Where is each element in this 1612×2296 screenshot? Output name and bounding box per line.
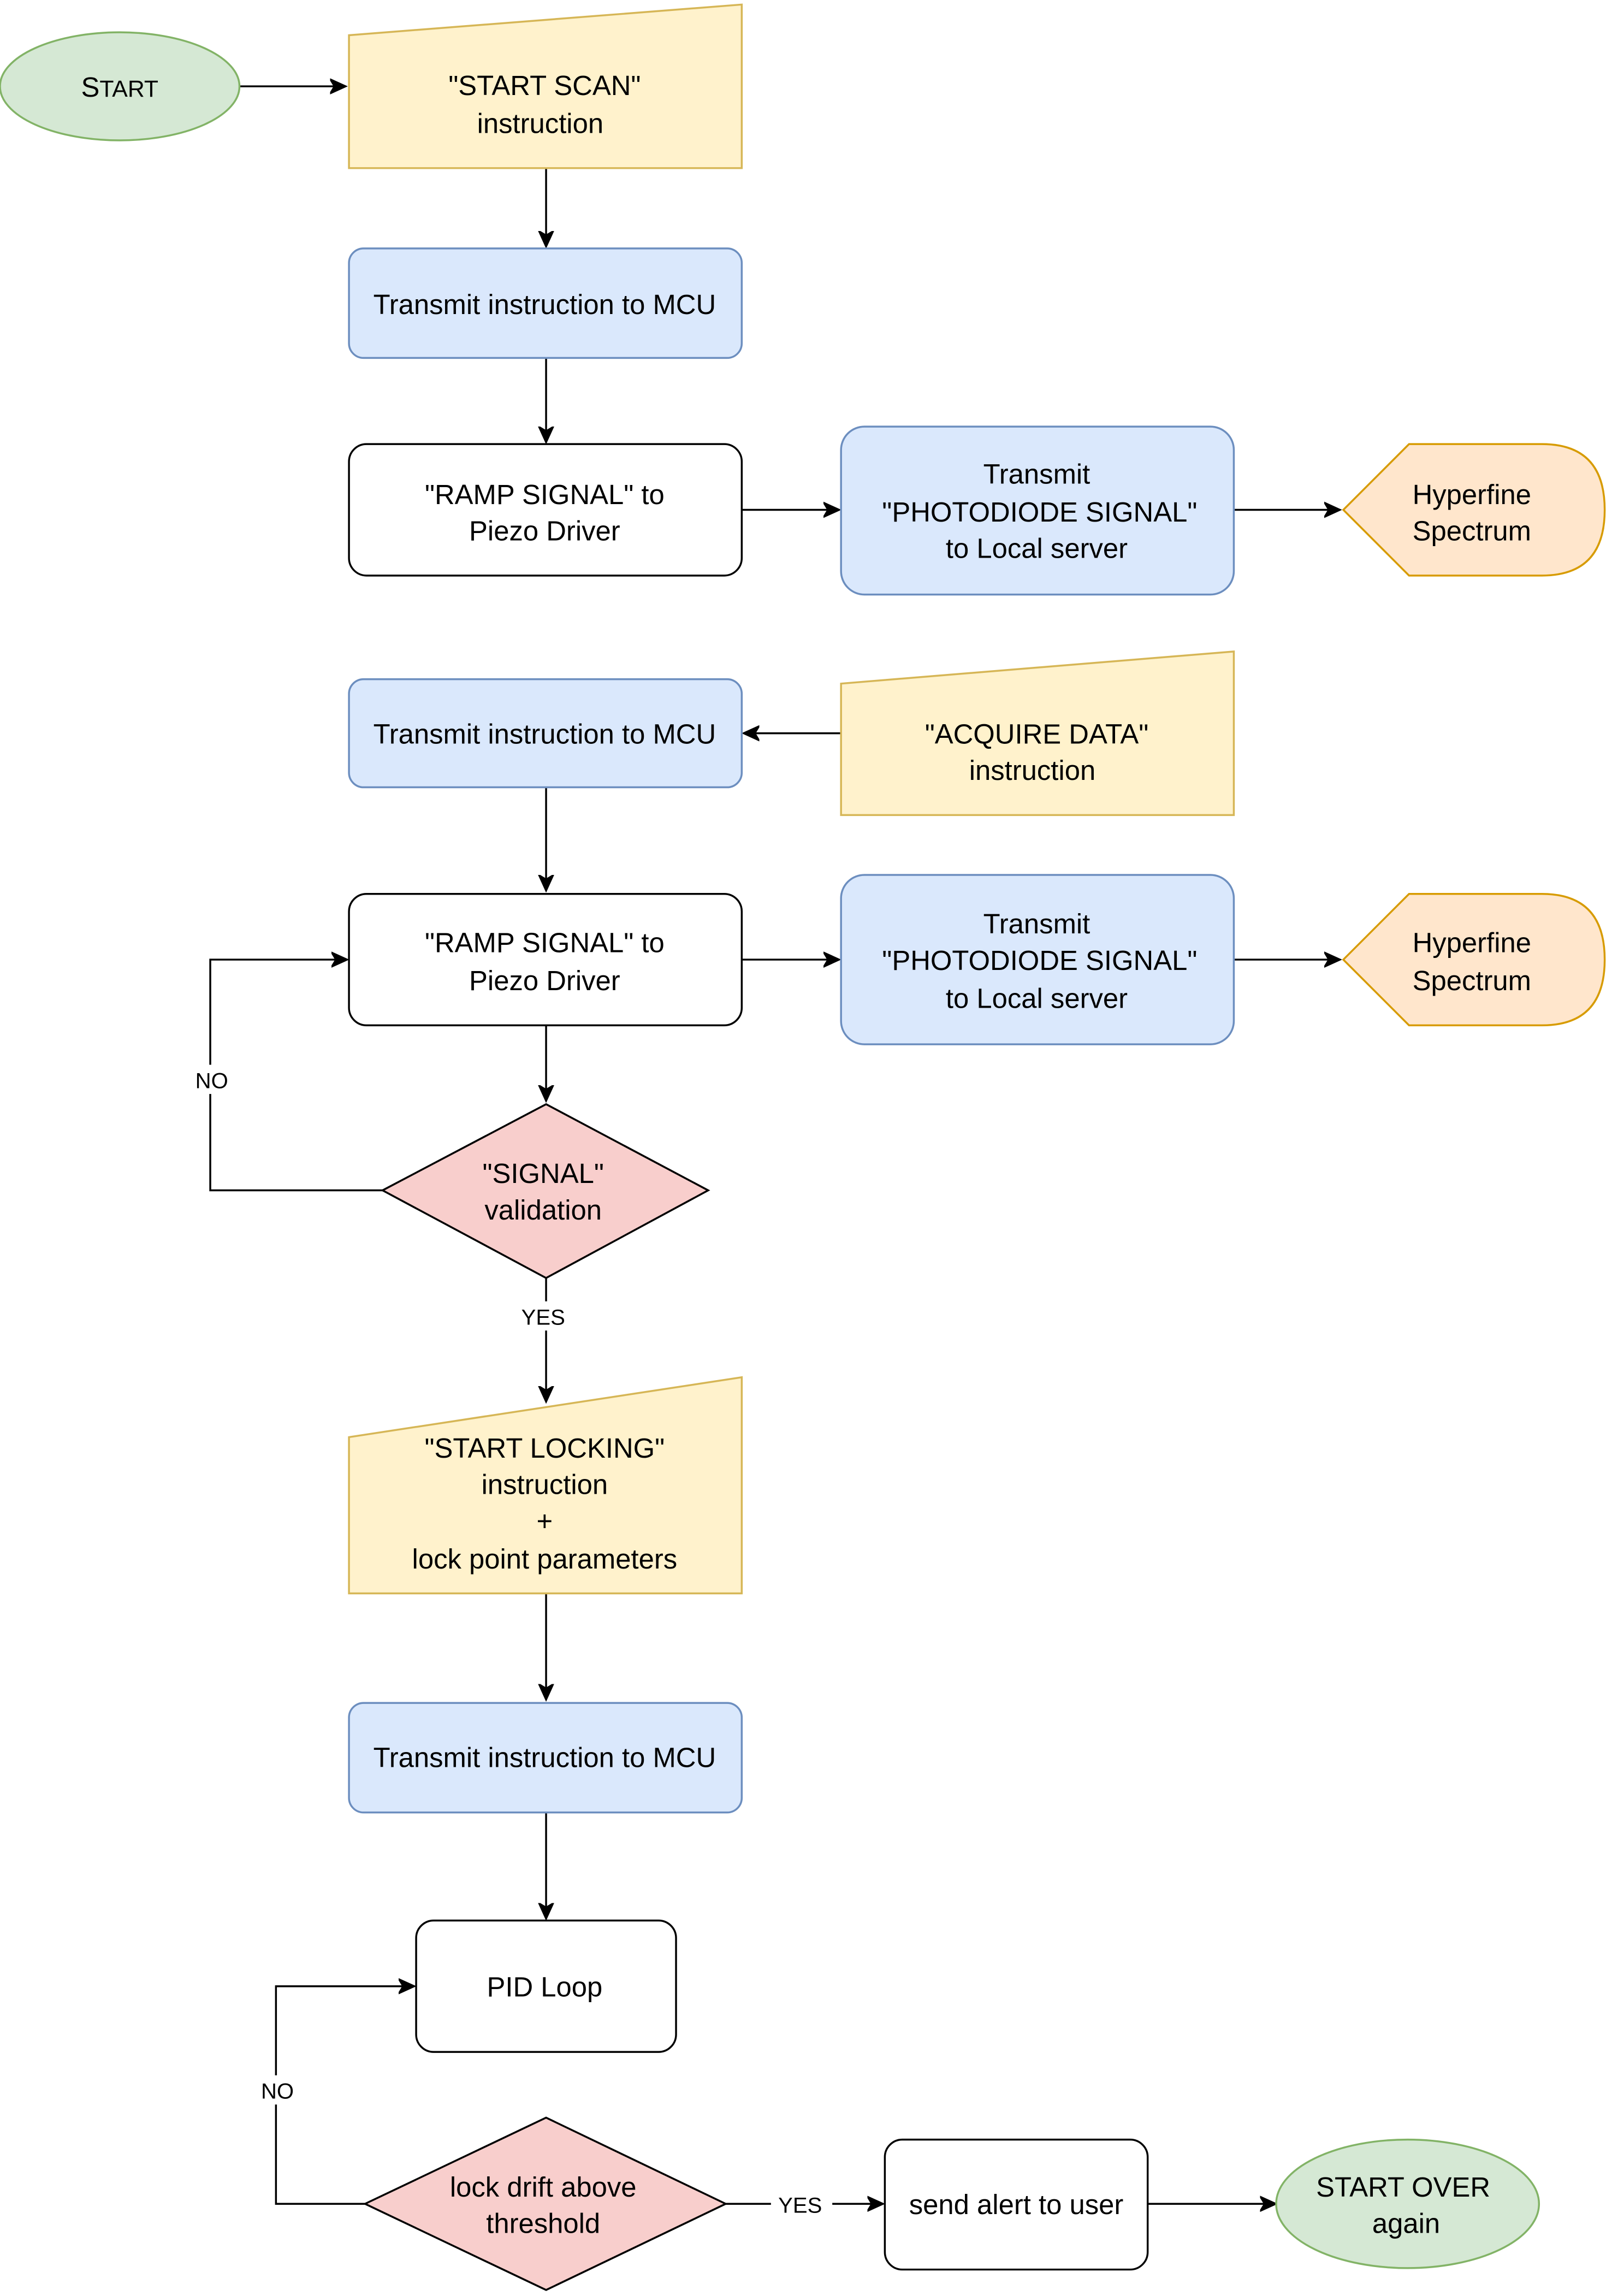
start-over-terminal: START OVER again bbox=[1275, 2138, 1540, 2269]
ramp-signal-step-1: "RAMP SIGNAL" to Piezo Driver bbox=[348, 443, 743, 577]
pid-loop-step: PID Loop bbox=[415, 1919, 677, 2053]
hyperfine-1-line1: Hyperfine bbox=[1413, 479, 1531, 510]
edge-label-validation-no: NO bbox=[195, 1069, 228, 1093]
photodiode-transmit-step-1: Transmit "PHOTODIODE SIGNAL" to Local se… bbox=[840, 425, 1235, 596]
start-scan-line1: "START SCAN" bbox=[448, 70, 641, 101]
edge-label-drift-no-group: NO bbox=[255, 2075, 300, 2105]
ramp-signal-step-2: "RAMP SIGNAL" to Piezo Driver bbox=[348, 893, 743, 1027]
photodiode-1-line1: Transmit bbox=[983, 458, 1091, 489]
start-locking-line2: instruction bbox=[482, 1469, 608, 1500]
start-label: START bbox=[81, 72, 158, 103]
signal-validation-decision: "SIGNAL" validation bbox=[380, 1103, 710, 1279]
hyperfine-2-line1: Hyperfine bbox=[1413, 927, 1531, 958]
transmit-mcu-3-label: Transmit instruction to MCU bbox=[374, 1742, 716, 1773]
transmit-mcu-2-label: Transmit instruction to MCU bbox=[374, 718, 716, 749]
photodiode-2-line3: to Local server bbox=[946, 983, 1128, 1014]
edge-label-validation-yes-group: YES bbox=[514, 1301, 576, 1331]
edge-label-drift-yes: YES bbox=[778, 2193, 822, 2217]
photodiode-1-line3: to Local server bbox=[946, 533, 1128, 564]
acquire-data-line1: "ACQUIRE DATA" bbox=[925, 718, 1149, 749]
start-locking-input: "START LOCKING" instruction + lock point… bbox=[348, 1376, 743, 1595]
start-scan-line2: instruction bbox=[477, 108, 604, 139]
start-locking-line3: + bbox=[537, 1506, 553, 1537]
edge-label-drift-no: NO bbox=[261, 2080, 294, 2104]
start-locking-line1: "START LOCKING" bbox=[425, 1433, 665, 1464]
edge-label-drift-yes-group: YES bbox=[771, 2189, 833, 2218]
hyperfine-1-line2: Spectrum bbox=[1413, 516, 1531, 547]
start-locking-line4: lock point parameters bbox=[412, 1543, 678, 1575]
edge-label-validation-no-group: NO bbox=[189, 1064, 234, 1094]
photodiode-transmit-step-2: Transmit "PHOTODIODE SIGNAL" to Local se… bbox=[840, 874, 1235, 1045]
pid-loop-label: PID Loop bbox=[487, 1972, 602, 2003]
send-alert-label: send alert to user bbox=[909, 2189, 1124, 2220]
transmit-mcu-step-2: Transmit instruction to MCU bbox=[348, 678, 743, 789]
start-terminal: START bbox=[0, 31, 241, 141]
ramp-1-line2: Piezo Driver bbox=[469, 516, 620, 547]
hyperfine-2-line2: Spectrum bbox=[1413, 965, 1531, 996]
edge-label-validation-yes: YES bbox=[521, 1306, 565, 1330]
acquire-data-line2: instruction bbox=[969, 755, 1096, 786]
start-over-line1: START OVER bbox=[1316, 2171, 1490, 2203]
lock-drift-line1: lock drift above bbox=[450, 2171, 637, 2203]
photodiode-2-line2: "PHOTODIODE SIGNAL" bbox=[882, 945, 1197, 976]
ramp-1-line1: "RAMP SIGNAL" to bbox=[425, 479, 665, 510]
hyperfine-spectrum-display-2: Hyperfine Spectrum bbox=[1342, 893, 1606, 1027]
signal-validation-line2: validation bbox=[484, 1194, 602, 1226]
hyperfine-spectrum-display-1: Hyperfine Spectrum bbox=[1342, 443, 1606, 577]
signal-validation-line1: "SIGNAL" bbox=[483, 1158, 604, 1189]
ramp-2-line1: "RAMP SIGNAL" to bbox=[425, 927, 665, 958]
acquire-data-input: "ACQUIRE DATA" instruction bbox=[840, 650, 1235, 816]
start-scan-input: "START SCAN" instruction bbox=[348, 3, 743, 169]
lock-drift-decision: lock drift above threshold bbox=[363, 2116, 728, 2291]
send-alert-step: send alert to user bbox=[884, 2138, 1149, 2271]
transmit-mcu-step-3: Transmit instruction to MCU bbox=[348, 1702, 743, 1814]
photodiode-1-line2: "PHOTODIODE SIGNAL" bbox=[882, 496, 1197, 528]
start-over-line2: again bbox=[1372, 2208, 1440, 2239]
photodiode-2-line1: Transmit bbox=[983, 908, 1091, 939]
ramp-2-line2: Piezo Driver bbox=[469, 965, 620, 996]
transmit-mcu-1-label: Transmit instruction to MCU bbox=[374, 289, 716, 320]
transmit-mcu-step-1: Transmit instruction to MCU bbox=[348, 247, 743, 359]
lock-drift-line2: threshold bbox=[486, 2208, 600, 2239]
